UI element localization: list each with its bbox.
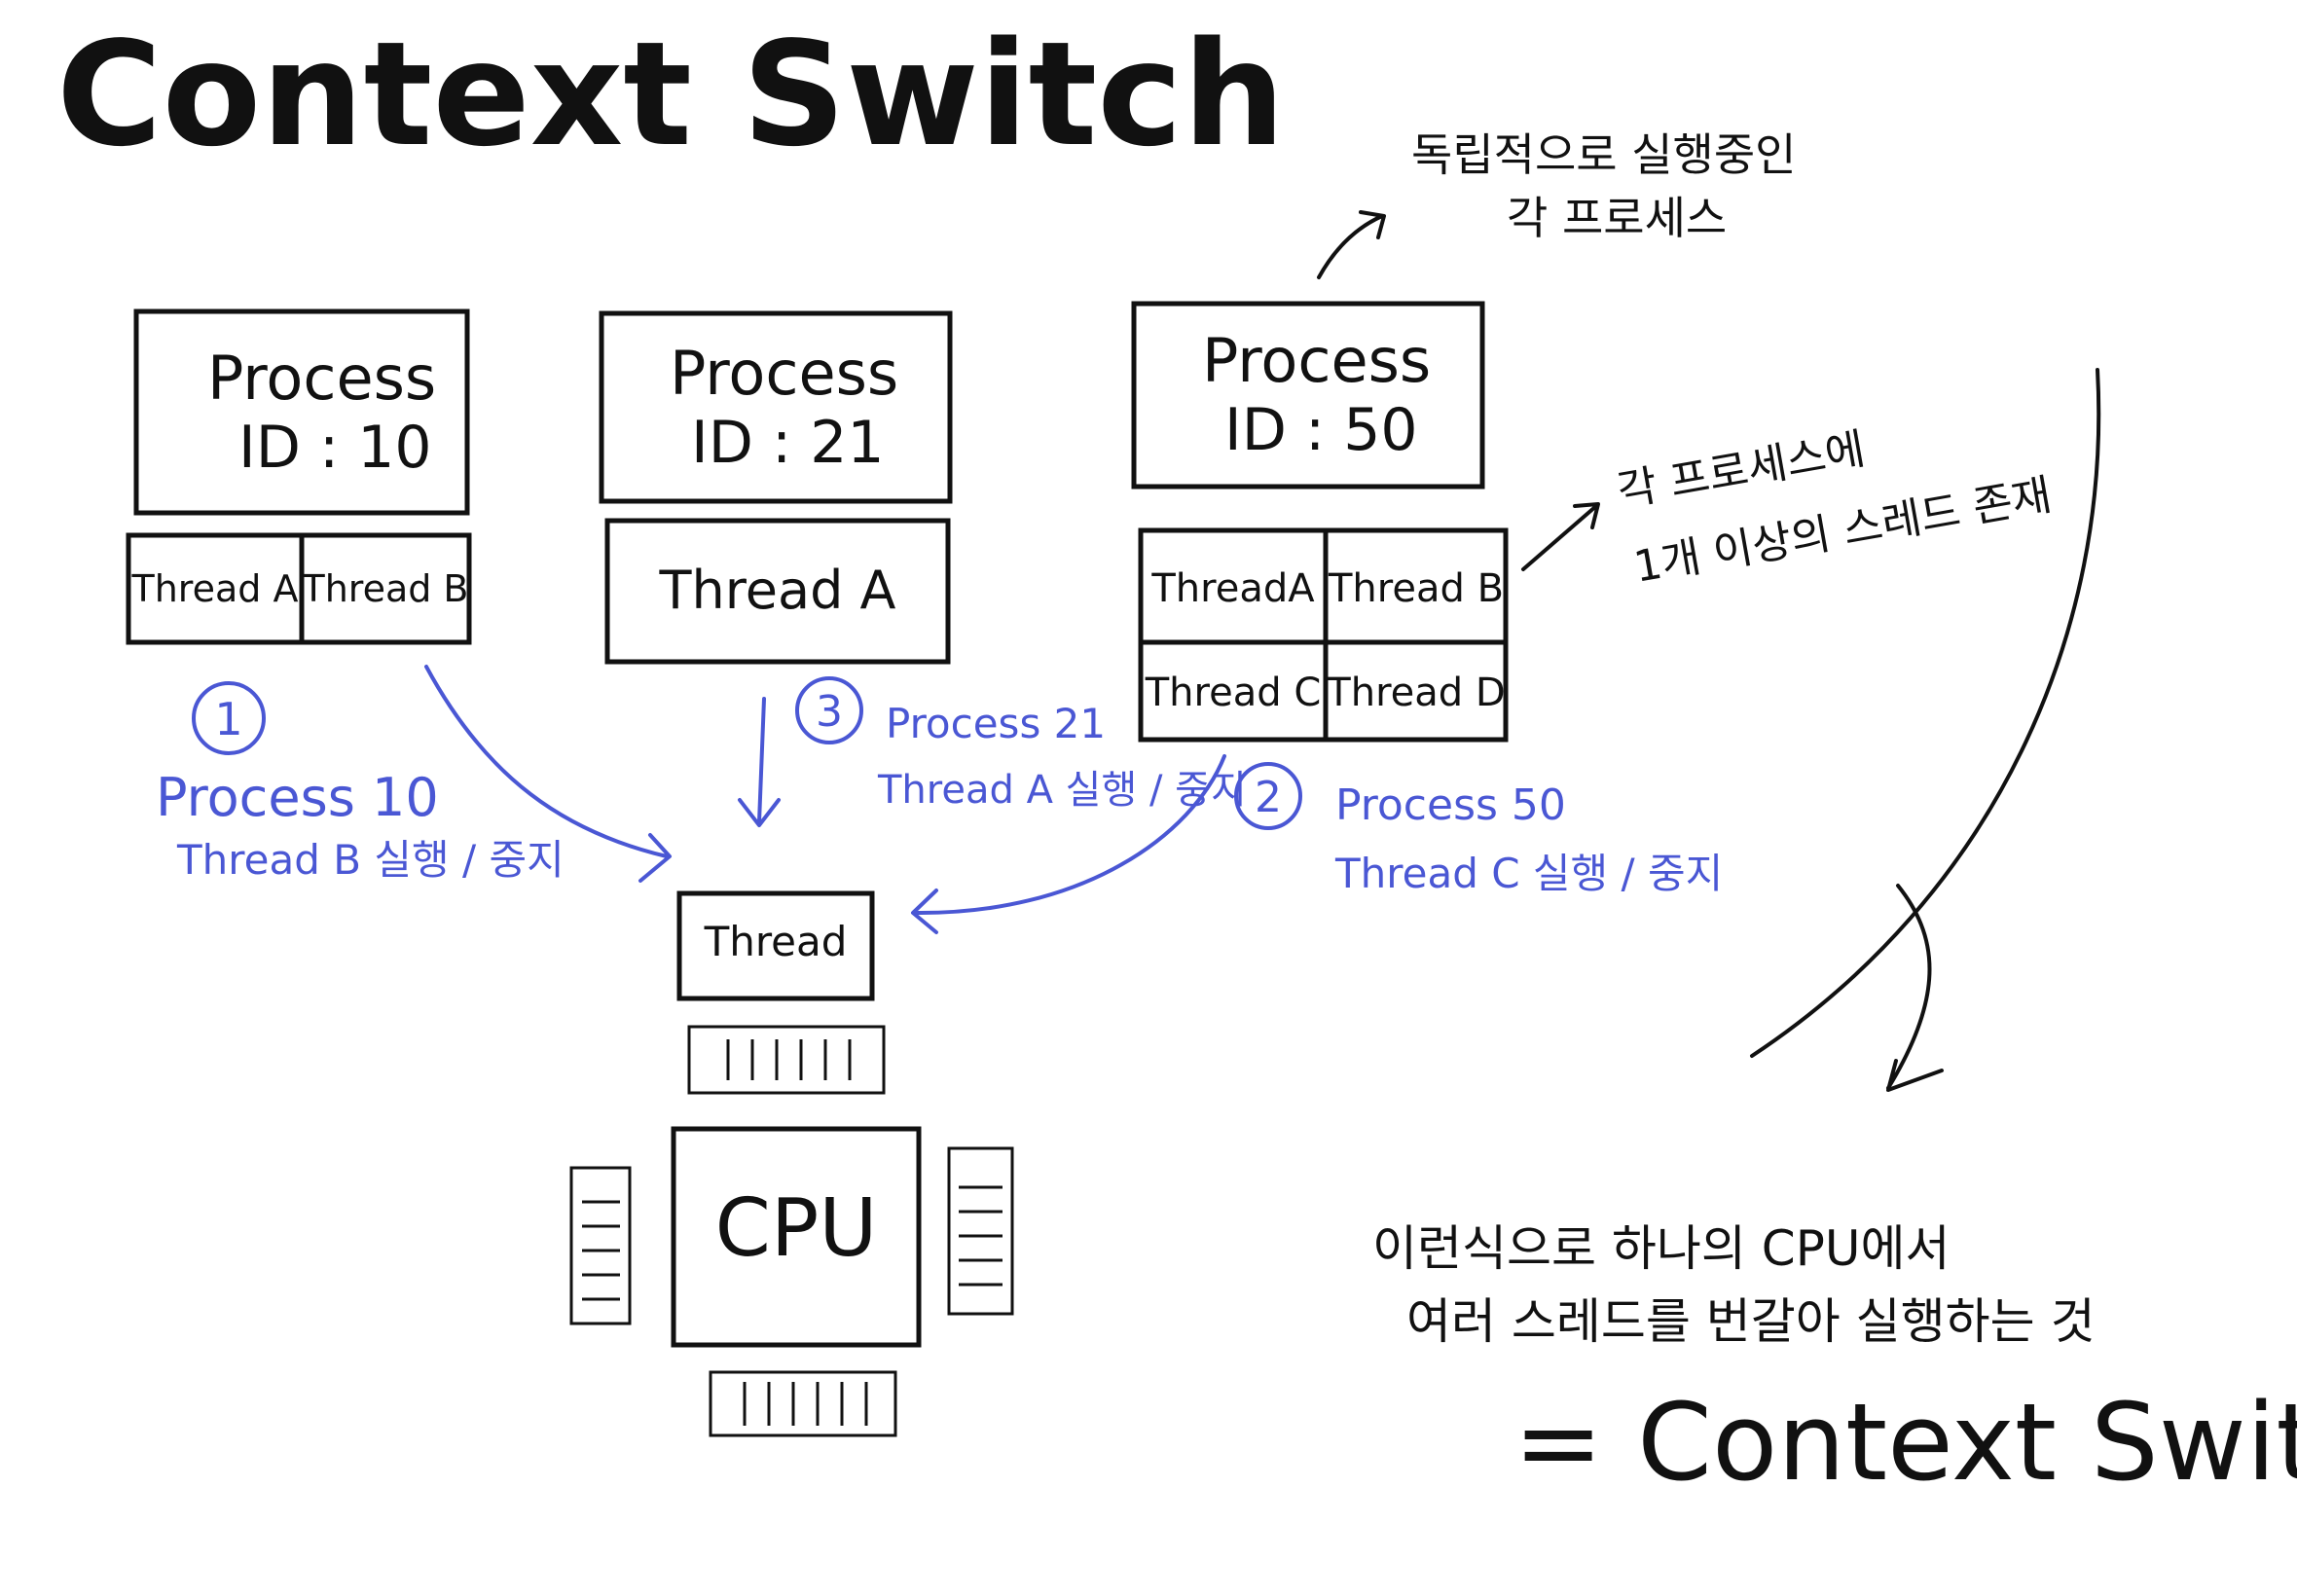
cpu-area: Thread CPU	[569, 890, 1014, 1437]
process-21-id: ID : 21	[691, 409, 885, 477]
conclusion-line1: 이런식으로 하나의 CPU에서	[1372, 1220, 1950, 1277]
note-threads-per-process: 각 프로세스에 1개 이상의 스레드 존재	[1521, 424, 2056, 593]
cpu-pins-right	[947, 1146, 1014, 1316]
process-21: Process ID : 21 Thread A	[599, 310, 953, 665]
process-10-box	[133, 308, 470, 516]
process-21-label: Process	[670, 338, 898, 409]
step-3-arrow	[738, 697, 781, 827]
step-3: 3 Process 21 Thread A 실행 / 중지	[738, 676, 1247, 827]
process-50-thread-d: Thread D	[1326, 671, 1505, 715]
cpu-pins-left	[569, 1166, 632, 1325]
cpu-label: CPU	[715, 1182, 878, 1275]
process-10-thread-a: Thread A	[131, 567, 299, 610]
running-thread-label: Thread	[704, 918, 848, 965]
note-threads-line1: 각 프로세스에	[1614, 424, 1869, 517]
step-2: 2 Process 50 Thread C 실행 / 중지	[911, 754, 1723, 934]
process-10: Process ID : 10 Thread A Thread B	[126, 308, 472, 645]
note-independent-line2: 각 프로세스	[1507, 192, 1727, 244]
cpu-pins-bottom	[709, 1370, 897, 1437]
note-independent-line1: 독립적으로 실행중인	[1411, 128, 1797, 181]
conclusion: 이런식으로 하나의 CPU에서 여러 스레드를 번갈아 실행하는 것 = Con…	[1372, 1220, 2297, 1505]
process-50: Process ID : 50 ThreadA Thread B Thread …	[1131, 301, 1509, 743]
running-thread-box	[676, 890, 875, 1001]
step-1: 1 Process 10 Thread B 실행 / 중지	[156, 665, 672, 884]
cpu-box	[671, 1126, 922, 1348]
note-independent-arrow	[1317, 210, 1386, 279]
process-10-id: ID : 10	[238, 414, 432, 482]
process-50-id: ID : 50	[1224, 396, 1418, 464]
process-50-label: Process	[1202, 325, 1431, 396]
step-1-arrow	[424, 665, 672, 883]
step-2-action: Thread C 실행 / 중지	[1334, 850, 1723, 897]
diagram-title: Context Switch	[56, 11, 1285, 178]
process-21-thread-a: Thread A	[659, 560, 896, 621]
step-3-action: Thread A 실행 / 중지	[877, 768, 1247, 813]
conclusion-line2: 여러 스레드를 번갈아 실행하는 것	[1406, 1293, 2096, 1350]
process-10-thread-table	[126, 532, 472, 645]
process-10-thread-b: Thread B	[301, 567, 468, 610]
step-2-process: Process 50	[1335, 780, 1566, 830]
step-3-process: Process 21	[886, 700, 1106, 747]
step-3-number: 3	[816, 687, 843, 737]
conclusion-line3: = Context Switch.	[1513, 1380, 2297, 1505]
step-1-action: Thread B 실행 / 중지	[176, 836, 565, 884]
process-50-thread-b: Thread B	[1328, 566, 1504, 611]
process-50-box	[1131, 301, 1485, 490]
step-2-arrow	[911, 754, 1226, 934]
conclusion-flow-arrow	[1750, 368, 2101, 1092]
step-3-circle	[795, 676, 863, 744]
step-2-circle	[1234, 762, 1302, 830]
step-1-circle	[192, 681, 266, 755]
process-10-label: Process	[207, 343, 436, 414]
process-50-thread-c: Thread C	[1145, 671, 1322, 715]
process-21-box	[599, 310, 953, 504]
process-21-thread-table	[604, 518, 951, 665]
cpu-pins-top	[687, 1025, 886, 1095]
note-independent-processes: 독립적으로 실행중인 각 프로세스	[1317, 128, 1797, 279]
process-50-thread-a: ThreadA	[1150, 566, 1315, 611]
step-2-number: 2	[1255, 773, 1282, 822]
step-1-process: Process 10	[156, 767, 439, 828]
note-threads-arrow	[1521, 502, 1600, 571]
step-1-number: 1	[214, 693, 242, 745]
